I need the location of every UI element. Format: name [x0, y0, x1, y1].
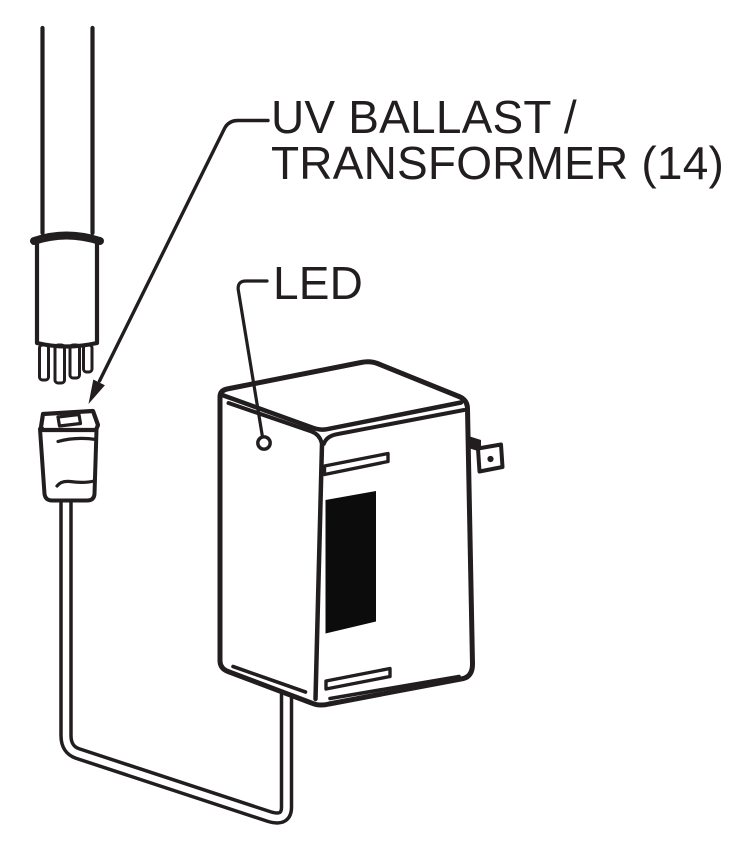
box-bottom-inner-edge-front [328, 674, 461, 701]
led-indicator-hole [256, 435, 272, 451]
lamp-pin [38, 343, 50, 382]
power-cord-core [62, 496, 290, 822]
ballast-leader-line [97, 118, 270, 383]
rating-label-plate [325, 491, 376, 634]
power-cord [59, 493, 294, 825]
connector-ridge-upper [56, 436, 98, 444]
connector-socket-hole [56, 412, 83, 428]
callout-labels: UV BALLAST / TRANSFORMER (14) LED [271, 91, 724, 309]
led-leader-line [236, 279, 269, 439]
uv-lamp-pins [38, 343, 94, 385]
uv-lamp-base [30, 231, 104, 349]
lamp-pin [53, 343, 66, 385]
lamp-pin [82, 343, 94, 374]
ballast-leader [88, 118, 270, 404]
plug-blades [470, 436, 505, 474]
lamp-connector [38, 408, 101, 503]
box-rim-left [226, 401, 324, 445]
uv-lamp-tube [40, 25, 95, 236]
led-label: LED [273, 257, 363, 309]
plug-blade-hole [487, 455, 494, 463]
vent-slot-bottom [324, 666, 392, 691]
connector-ridge-lower [55, 479, 96, 488]
lamp-pin [68, 343, 81, 380]
lamp-base-body [34, 237, 100, 349]
ballast-leader-arrowhead [88, 379, 105, 404]
box-rim-right [321, 408, 466, 446]
ballast-label-line1: UV BALLAST / [271, 91, 577, 143]
lamp-base-collar [30, 231, 104, 245]
vent-slot-top [322, 451, 390, 477]
box-front-vertical-edge [313, 441, 325, 702]
box-top-front-edge [221, 393, 464, 432]
uv-ballast-transformer-box [217, 359, 475, 708]
ballast-label-line2: TRANSFORMER (14) [271, 137, 724, 189]
ink-layer: UV BALLAST / TRANSFORMER (14) LED [30, 25, 724, 825]
box-bottom-inner-edge-left [231, 664, 308, 694]
